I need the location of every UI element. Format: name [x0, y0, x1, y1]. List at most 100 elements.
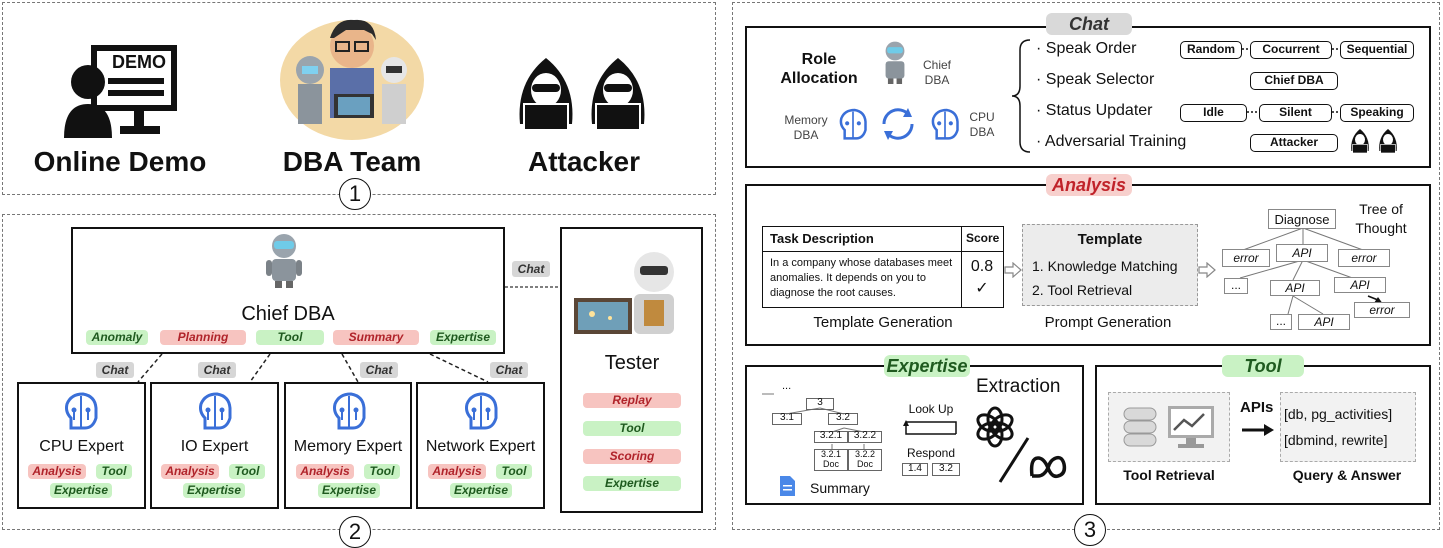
- tree-node-error-label: error: [1369, 303, 1395, 317]
- chief-tag-planning: Planning: [160, 330, 246, 345]
- monitor-chart-icon: [1168, 406, 1214, 448]
- template-item-2: 2. Tool Retrieval: [1032, 282, 1133, 298]
- openai-logo-icon: [976, 406, 1014, 448]
- summary-doc-node: [848, 449, 882, 471]
- chat-header: Chat: [1046, 13, 1132, 35]
- tester-robot-illustration: [574, 252, 674, 334]
- chief-dba-title: Chief DBA: [241, 303, 335, 325]
- expertise-header: Expertise: [884, 355, 970, 377]
- section-3-number: 3: [1074, 514, 1106, 546]
- attacker-icon: [591, 58, 645, 130]
- pill-random: Random: [1180, 41, 1242, 59]
- section-1-number: 1: [339, 178, 371, 210]
- look-up-label: Look Up: [908, 402, 954, 416]
- tree-node-error: [1338, 249, 1390, 267]
- tester-tag-expertise: Expertise: [583, 476, 681, 491]
- summary-node: [828, 413, 858, 425]
- summary-node: [848, 431, 882, 443]
- expert-tag-tool: Tool: [229, 464, 265, 479]
- dba-team-illustration: [280, 19, 424, 140]
- cpu-dba-label: CPU DBA: [969, 110, 995, 139]
- chat-tag: Chat: [490, 362, 528, 378]
- expert-tag-expertise: Expertise: [183, 483, 245, 498]
- chief-tag-anomaly: Anomaly: [86, 330, 148, 345]
- expert-name: IO Expert: [180, 438, 249, 455]
- role-allocation-label: Role Allocation: [780, 51, 858, 87]
- api-result-1: [db, pg_activities]: [1284, 406, 1393, 422]
- expert-name: Network Expert: [425, 438, 536, 455]
- memory-dba-label: Memory DBA: [784, 113, 828, 142]
- pill-sequential: Sequential: [1340, 41, 1414, 59]
- query-answer-box: [1280, 392, 1416, 462]
- section-2-number: 2: [339, 516, 371, 548]
- tester-tag-replay: Replay: [583, 393, 681, 408]
- summary-node: [806, 398, 834, 410]
- expert-tag-analysis: Analysis: [428, 464, 486, 479]
- respond-node: [932, 463, 960, 476]
- chief-robot-icon: [266, 234, 302, 288]
- chat-tag: Chat: [96, 362, 134, 378]
- expert-head-icon: [931, 108, 959, 140]
- tree-node-api-label: API: [1285, 281, 1305, 295]
- summary-node-label: 3.2.1: [819, 430, 843, 441]
- tool-header: Tool: [1222, 355, 1304, 377]
- speak-order-label: · Speak Order: [1036, 40, 1137, 57]
- attacker-label: Attacker: [527, 146, 641, 177]
- chat-tag: Chat: [360, 362, 398, 378]
- tree-node-diagnose-label: Diagnose: [1274, 212, 1330, 227]
- tree-node-api: [1270, 280, 1320, 296]
- expertise-panel: [745, 365, 1084, 505]
- tree-node-error: [1222, 249, 1270, 267]
- tree-node-api-label: API: [1350, 278, 1370, 292]
- template-box: [1022, 224, 1198, 306]
- expert-head-icon: [65, 392, 98, 430]
- template-generation-label: Template Generation: [813, 314, 953, 331]
- speak-selector-label: · Speak Selector: [1036, 71, 1155, 88]
- dba-team-label: DBA Team: [282, 146, 422, 177]
- chat-tag: Chat: [198, 362, 236, 378]
- arrow-icon: [1198, 262, 1216, 278]
- right-arrow-icon: [1242, 424, 1274, 436]
- brace: [1011, 39, 1031, 153]
- chief-dba-small-label: Chief DBA: [922, 58, 951, 87]
- expert-tag-expertise: Expertise: [50, 483, 112, 498]
- chat-tag: Chat: [512, 261, 550, 277]
- attacker-icon: [519, 58, 573, 130]
- table-head-desc: Task Description: [770, 231, 874, 246]
- expert-tag-expertise: Expertise: [318, 483, 380, 498]
- chief-robot-icon: [885, 41, 905, 84]
- tree-node-api-label: API: [1292, 246, 1312, 260]
- summary-node: [814, 431, 848, 443]
- arrow-icon: [1004, 262, 1022, 278]
- expert-tag-tool: Tool: [496, 464, 532, 479]
- tree-node-dots-label: ...: [1230, 278, 1241, 292]
- lookup-respond-arrows: [903, 420, 957, 435]
- adversarial-training-label: · Adversarial Training: [1036, 133, 1187, 150]
- tester-box: [560, 227, 703, 513]
- api-result-2: [dbmind, rewrite]: [1284, 432, 1388, 448]
- table-check: ✓: [975, 280, 989, 297]
- tree-node-diagnose: [1268, 209, 1336, 229]
- expert-tag-analysis: Analysis: [28, 464, 86, 479]
- expert-head-icon: [333, 392, 366, 430]
- tree-node-dots-label: ...: [1275, 314, 1286, 328]
- tree-title: Tree of Thought: [1355, 201, 1407, 236]
- expert-name: CPU Expert: [39, 438, 124, 455]
- tester-tag-tool: Tool: [583, 421, 681, 436]
- task-table: [762, 226, 1004, 308]
- tree-node-dots: [1270, 314, 1292, 330]
- online-demo-label: Online Demo: [33, 146, 207, 177]
- chief-tag-tool: Tool: [256, 330, 324, 345]
- expert-name: Memory Expert: [293, 438, 403, 455]
- tool-retrieval-label: Tool Retrieval: [1123, 467, 1215, 483]
- expert-tag-expertise: Expertise: [450, 483, 512, 498]
- summary-node-label: 3.1: [780, 412, 794, 423]
- expert-tag-tool: Tool: [364, 464, 400, 479]
- tree-node-dots: [1224, 278, 1248, 294]
- tree-node-api: [1334, 277, 1386, 293]
- pill-attacker: Attacker: [1250, 134, 1338, 152]
- summary-node: [772, 413, 802, 425]
- prompt-generation-label: Prompt Generation: [1044, 314, 1172, 331]
- status-updater-label: · Status Updater: [1036, 102, 1153, 119]
- expert-head-icon: [199, 392, 232, 430]
